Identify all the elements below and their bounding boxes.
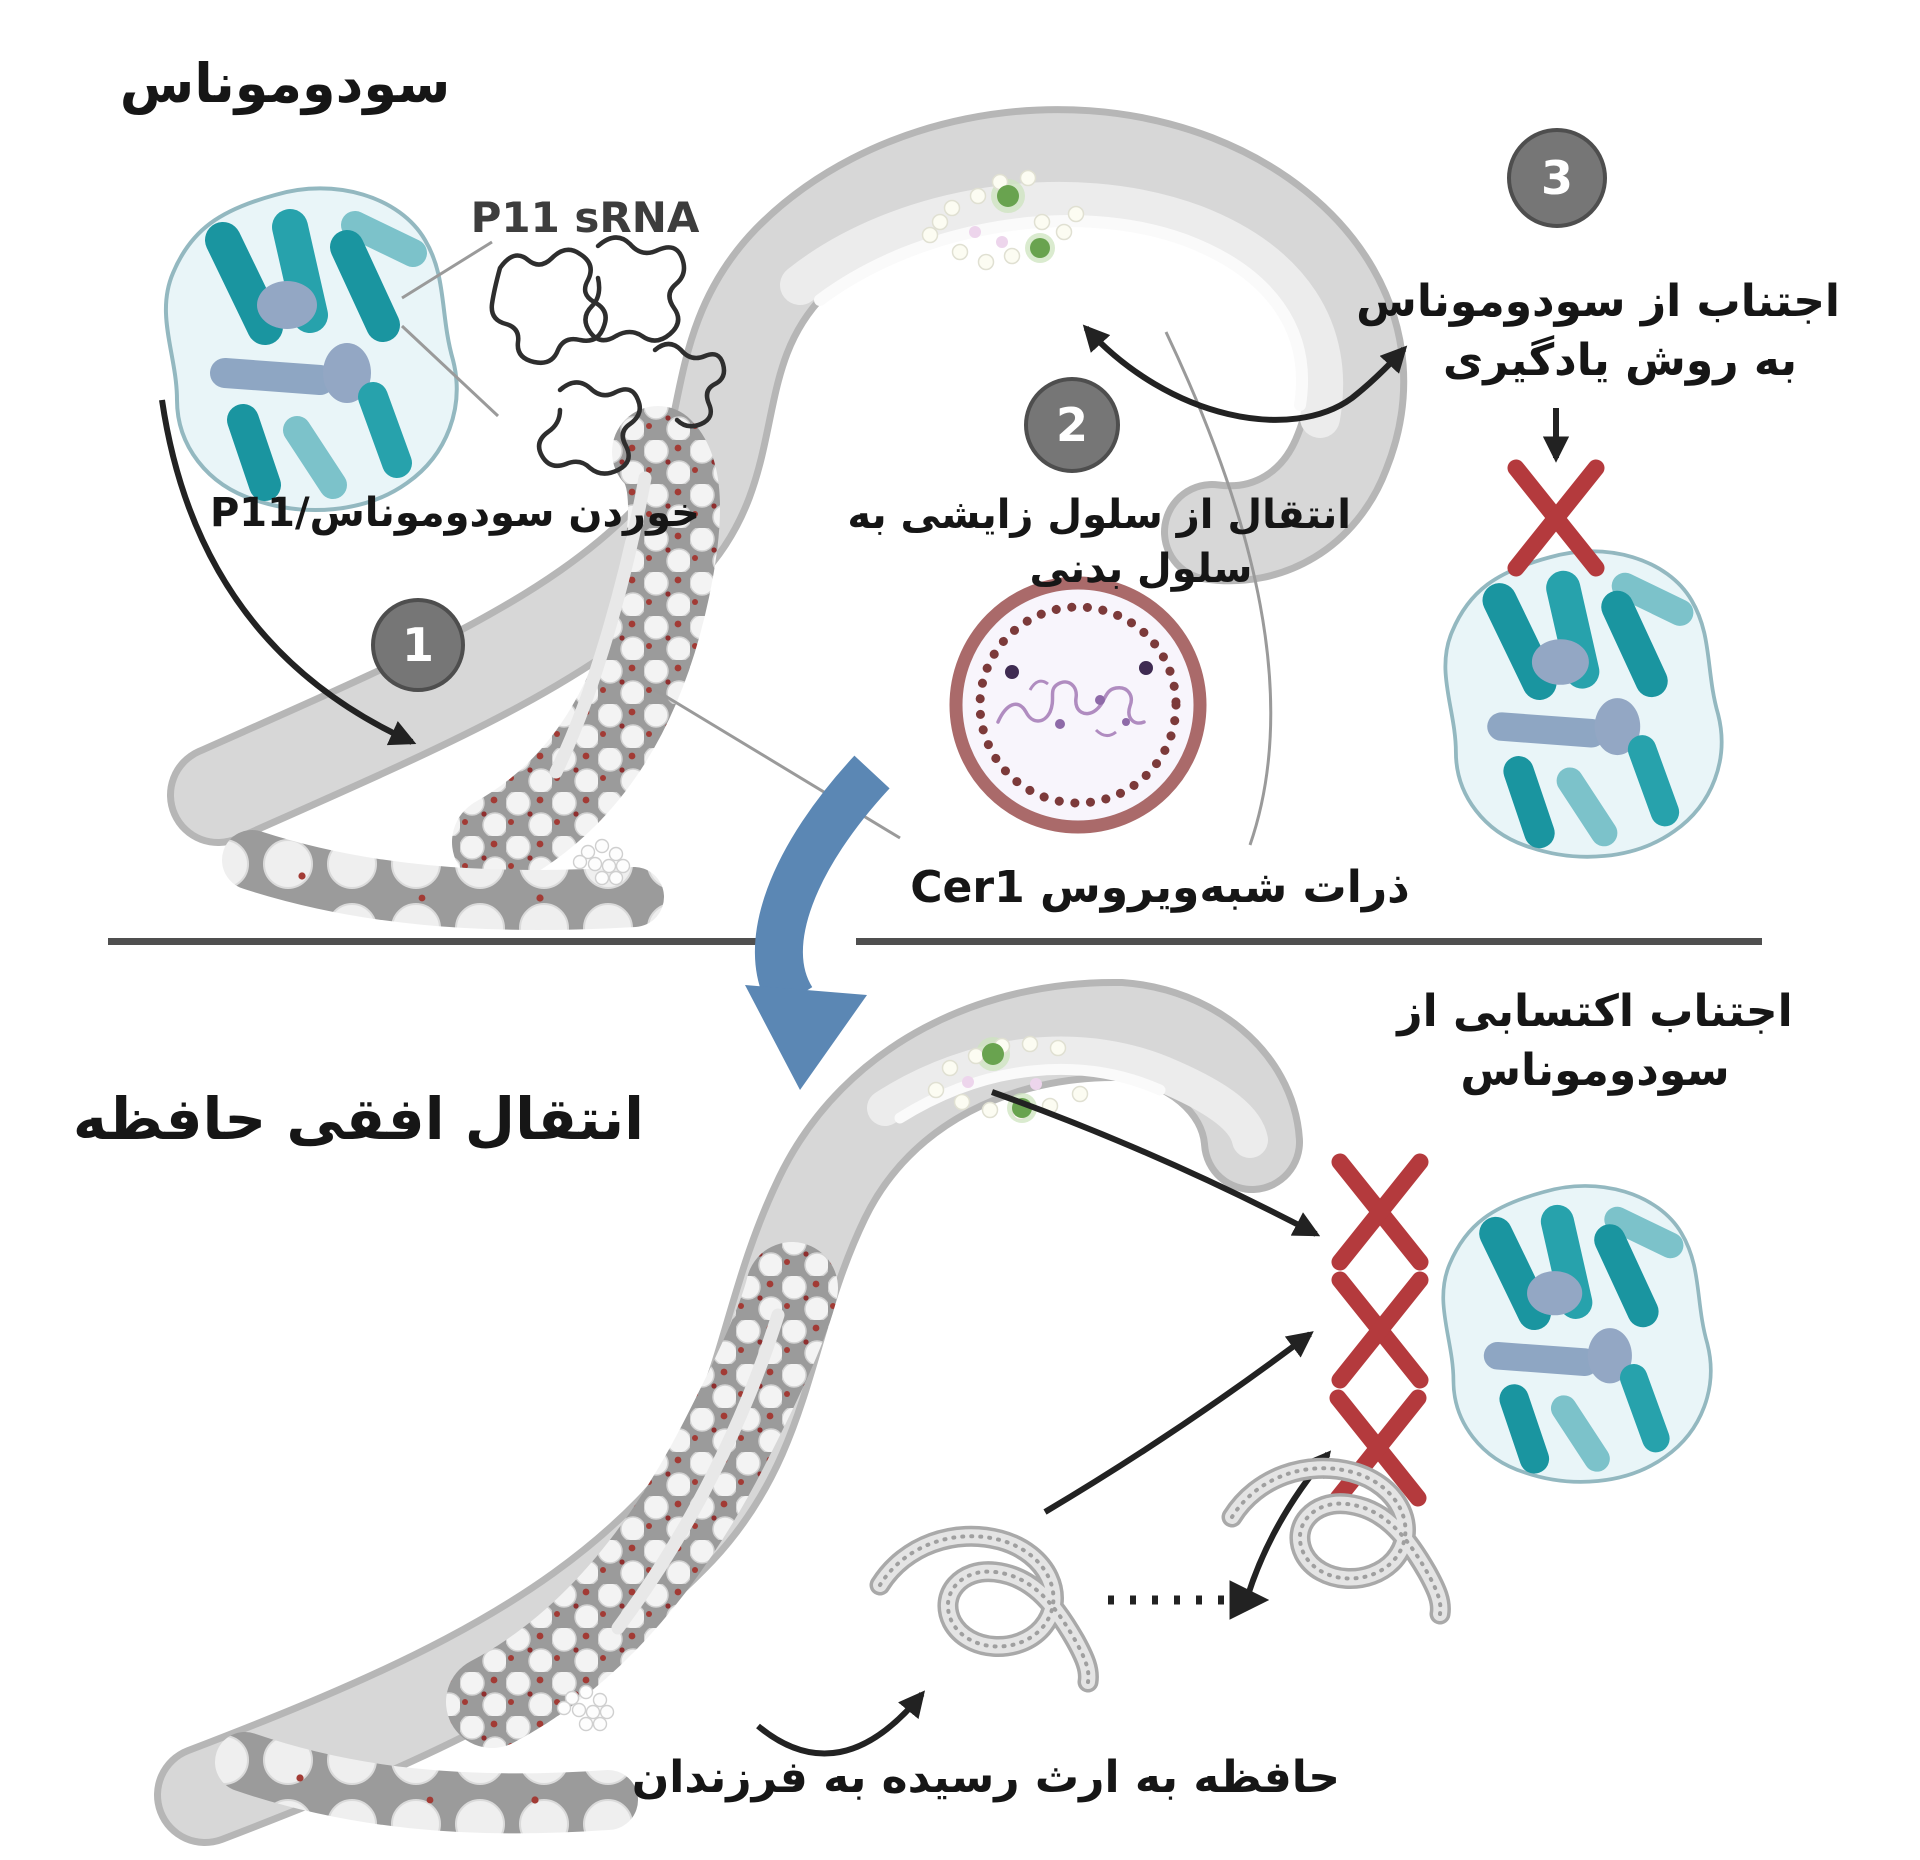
red-x-inherited-1 — [1340, 1162, 1420, 1262]
section-divider — [108, 938, 1762, 945]
flow-arrows — [159, 324, 1570, 1757]
cer1-particles-label: ذرات شبه‌ویروس Cer1 — [910, 862, 1410, 913]
pseudomonas-cluster-avoided-bottom-icon — [1443, 1186, 1710, 1482]
step-1-label: خوردن سودوموناس/P11 — [209, 490, 700, 536]
acquired-avoidance-line2: سودوموناس — [1460, 1045, 1730, 1097]
arrow-parent-to-offspring — [756, 1690, 926, 1757]
pseudomonas-label: سودوموناس — [119, 52, 451, 115]
step-2-badge: 2 — [1024, 377, 1120, 473]
arrow-eating-step1 — [159, 399, 417, 746]
step-1-badge: 1 — [371, 598, 465, 692]
step-3-label-line2: به روش یادگیری — [1442, 335, 1798, 387]
p11-srna-label: P11 sRNA — [470, 193, 700, 242]
neurons-top-worm — [921, 169, 1085, 271]
step-2-label: انتقال از سلول زایشی به سلول بدنی — [847, 488, 1351, 596]
offspring-worm-1-icon — [880, 1536, 1088, 1682]
pseudomonas-cluster-icon — [166, 188, 457, 510]
acquired-avoidance-line1: اجتناب اکتسابی از — [1397, 986, 1793, 1037]
step-2-label-line2: سلول بدنی — [1029, 546, 1253, 592]
horizontal-transfer-blue-arrow — [745, 755, 890, 1090]
arrow-worm-to-x1 — [990, 1089, 1321, 1237]
red-x-learned-avoidance — [1516, 468, 1596, 568]
horizontal-memory-transfer-title: انتقال افقی حافظه — [72, 1085, 644, 1153]
arrow-worm1-to-x2 — [1043, 1331, 1314, 1515]
sperm-cluster-bottom — [556, 1684, 615, 1732]
sperm-cluster-top — [572, 838, 631, 886]
red-x-inherited-2 — [1340, 1280, 1420, 1380]
step-3-label-line1: اجتناب از سودوموناس — [1356, 276, 1840, 327]
adult-worm-top-illustration — [167, 106, 1408, 930]
step-3-label: اجتناب از سودوموناس به روش یادگیری — [1356, 272, 1840, 391]
step-2-label-line1: انتقال از سلول زایشی به — [847, 492, 1351, 538]
acquired-avoidance-label: اجتناب اکتسابی از سودوموناس — [1380, 982, 1810, 1101]
cer1-virus-like-particle-icon — [949, 576, 1207, 834]
arrow-worm-to-learning — [1082, 324, 1408, 423]
step-3-badge: 3 — [1507, 128, 1607, 228]
adult-worm-bottom-illustration — [154, 978, 1303, 1846]
pseudomonas-cluster-avoided-top-icon — [1445, 551, 1721, 857]
p11-srna-molecule-icon — [489, 235, 727, 476]
inherited-memory-label: حافظه به ارث رسیده به فرزندان — [631, 1752, 1340, 1803]
